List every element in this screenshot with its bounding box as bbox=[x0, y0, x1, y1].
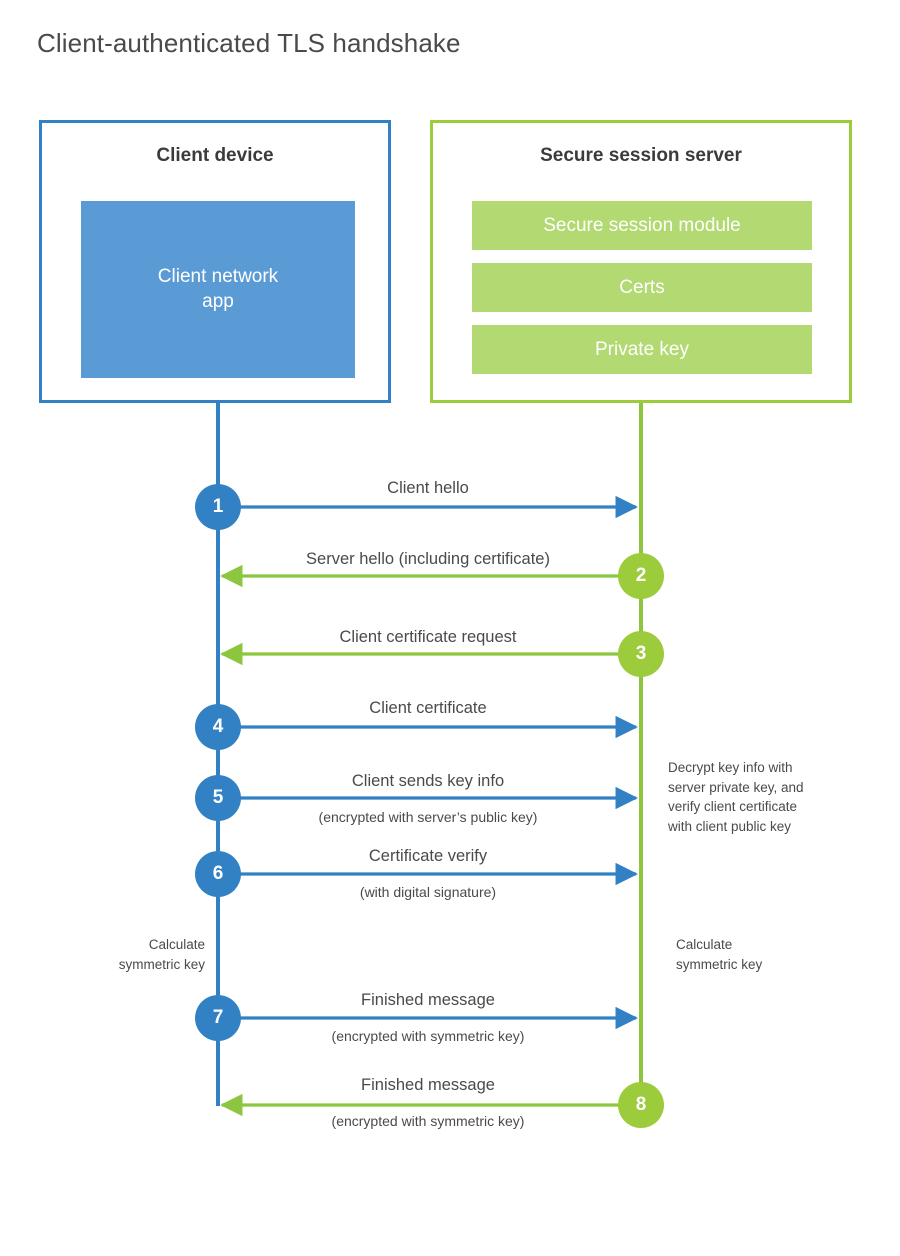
message-label-6: Certificate verify bbox=[368, 847, 488, 865]
client-calc-note-line1: Calculate bbox=[148, 937, 205, 952]
step-badge-7[interactable]: 7 bbox=[195, 995, 241, 1041]
message-label-8: Finished message bbox=[361, 1076, 495, 1094]
step-badge-4[interactable]: 4 bbox=[195, 704, 241, 750]
step-badge-5[interactable]: 5 bbox=[195, 775, 241, 821]
server-calc-note-line1: Calculate bbox=[676, 937, 733, 952]
client-network-app-label: Client network app bbox=[158, 265, 278, 314]
client-device-box: Client device Client network app bbox=[39, 120, 391, 403]
message-label-3: Client certificate request bbox=[339, 628, 517, 646]
server-decrypt-note-line2: server private key, and bbox=[668, 779, 804, 795]
secure-session-server-title: Secure session server bbox=[540, 145, 742, 166]
step-badge-6[interactable]: 6 bbox=[195, 851, 241, 897]
message-label-1: Client hello bbox=[387, 479, 469, 497]
message-sublabel-5: (encrypted with server’s public key) bbox=[318, 809, 538, 825]
server-decrypt-note-line4: with client public key bbox=[668, 818, 792, 834]
message-label-7: Finished message bbox=[361, 991, 495, 1009]
client-device-title: Client device bbox=[156, 145, 274, 166]
server-decrypt-note-line3: verify client certificate bbox=[668, 799, 798, 815]
client-app-line1: Client network bbox=[157, 266, 279, 288]
step-badge-2[interactable]: 2 bbox=[618, 553, 664, 599]
secure-session-server-box: Secure session server Secure session mod… bbox=[430, 120, 852, 403]
server-calc-note-line2: symmetric key bbox=[676, 956, 763, 972]
server-module-secure-session-module: Secure session module bbox=[472, 201, 812, 250]
server-calculate-symmetric-key-note: Calculate symmetric key bbox=[676, 935, 846, 974]
step-badge-1[interactable]: 1 bbox=[195, 484, 241, 530]
step-badge-8[interactable]: 8 bbox=[618, 1082, 664, 1128]
server-decrypt-note-line1: Decrypt key info with bbox=[668, 760, 793, 775]
step-badge-3[interactable]: 3 bbox=[618, 631, 664, 677]
client-network-app-block: Client network app bbox=[81, 201, 355, 378]
server-module-certs: Certs bbox=[472, 263, 812, 312]
message-sublabel-7: (encrypted with symmetric key) bbox=[331, 1028, 525, 1044]
message-sublabel-8: (encrypted with symmetric key) bbox=[331, 1113, 525, 1129]
client-calc-note-line2: symmetric key bbox=[118, 956, 205, 972]
message-label-5: Client sends key info bbox=[351, 772, 505, 790]
server-decrypt-note: Decrypt key info with server private key… bbox=[668, 758, 843, 836]
client-app-line2: app bbox=[202, 290, 234, 312]
server-module-private-key: Private key bbox=[472, 325, 812, 374]
client-calculate-symmetric-key-note: Calculate symmetric key bbox=[55, 935, 205, 974]
page-title: Client-authenticated TLS handshake bbox=[37, 28, 461, 58]
message-sublabel-6: (with digital signature) bbox=[359, 884, 497, 900]
message-label-4: Client certificate bbox=[369, 699, 487, 717]
message-label-2: Server hello (including certificate) bbox=[306, 550, 550, 568]
